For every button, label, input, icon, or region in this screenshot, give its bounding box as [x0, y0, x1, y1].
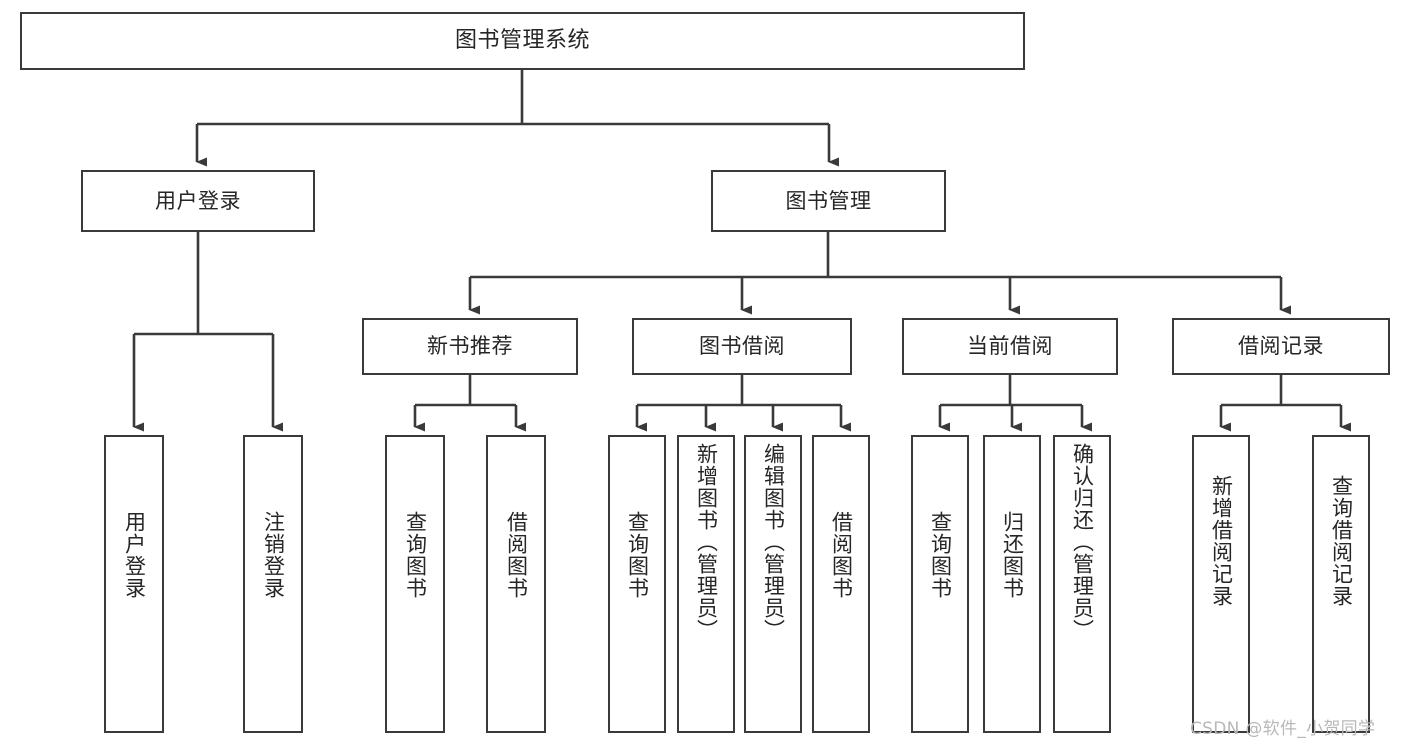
node-root[interactable]: 图书管理系统 [20, 12, 1025, 70]
node-leaf-user-logout[interactable]: 注销登录 [243, 435, 303, 733]
node-leaf-edit-book-label: 编辑图书（管理员） [761, 443, 786, 641]
node-root-label: 图书管理系统 [454, 28, 590, 54]
node-leaf-user-logout-label: 注销登录 [261, 511, 286, 599]
node-leaf-borrow-book-br-label: 借阅图书 [829, 511, 854, 599]
node-new-book-rec-label: 新书推荐 [427, 334, 513, 359]
node-leaf-confirm-return[interactable]: 确认归还（管理员） [1053, 435, 1111, 733]
node-leaf-query-book-br[interactable]: 查询图书 [608, 435, 666, 733]
node-borrow-record-label: 借阅记录 [1238, 334, 1324, 359]
node-leaf-query-book-cb-label: 查询图书 [928, 511, 953, 599]
node-leaf-add-record[interactable]: 新增借阅记录 [1192, 435, 1250, 733]
node-book-borrow-label: 图书借阅 [699, 334, 785, 359]
node-new-book-rec[interactable]: 新书推荐 [362, 318, 578, 375]
node-book-manage[interactable]: 图书管理 [711, 170, 946, 232]
node-leaf-query-record-label: 查询借阅记录 [1329, 475, 1354, 607]
node-leaf-query-book-cb[interactable]: 查询图书 [911, 435, 969, 733]
node-leaf-borrow-book-br[interactable]: 借阅图书 [812, 435, 870, 733]
node-user-login-label: 用户登录 [155, 188, 241, 213]
node-leaf-add-record-label: 新增借阅记录 [1209, 475, 1234, 607]
node-leaf-query-book-br-label: 查询图书 [625, 511, 650, 599]
node-leaf-return-book-label: 归还图书 [1000, 511, 1025, 599]
node-leaf-query-book-rec[interactable]: 查询图书 [385, 435, 445, 733]
node-leaf-add-book-label: 新增图书（管理员） [694, 443, 719, 641]
node-leaf-query-record[interactable]: 查询借阅记录 [1312, 435, 1370, 733]
node-leaf-add-book[interactable]: 新增图书（管理员） [677, 435, 735, 733]
node-user-login[interactable]: 用户登录 [81, 170, 315, 232]
node-leaf-borrow-book-rec-label: 借阅图书 [504, 511, 529, 599]
node-leaf-confirm-return-label: 确认归还（管理员） [1070, 443, 1095, 641]
node-leaf-borrow-book-rec[interactable]: 借阅图书 [486, 435, 546, 733]
node-borrow-record[interactable]: 借阅记录 [1172, 318, 1390, 375]
node-book-borrow[interactable]: 图书借阅 [632, 318, 852, 375]
node-leaf-user-login[interactable]: 用户登录 [104, 435, 164, 733]
node-leaf-user-login-label: 用户登录 [122, 511, 147, 599]
node-book-manage-label: 图书管理 [785, 188, 872, 213]
node-leaf-edit-book[interactable]: 编辑图书（管理员） [744, 435, 802, 733]
node-current-borrow[interactable]: 当前借阅 [902, 318, 1118, 375]
node-current-borrow-label: 当前借阅 [967, 334, 1053, 359]
node-leaf-query-book-rec-label: 查询图书 [403, 511, 428, 599]
node-leaf-return-book[interactable]: 归还图书 [983, 435, 1041, 733]
